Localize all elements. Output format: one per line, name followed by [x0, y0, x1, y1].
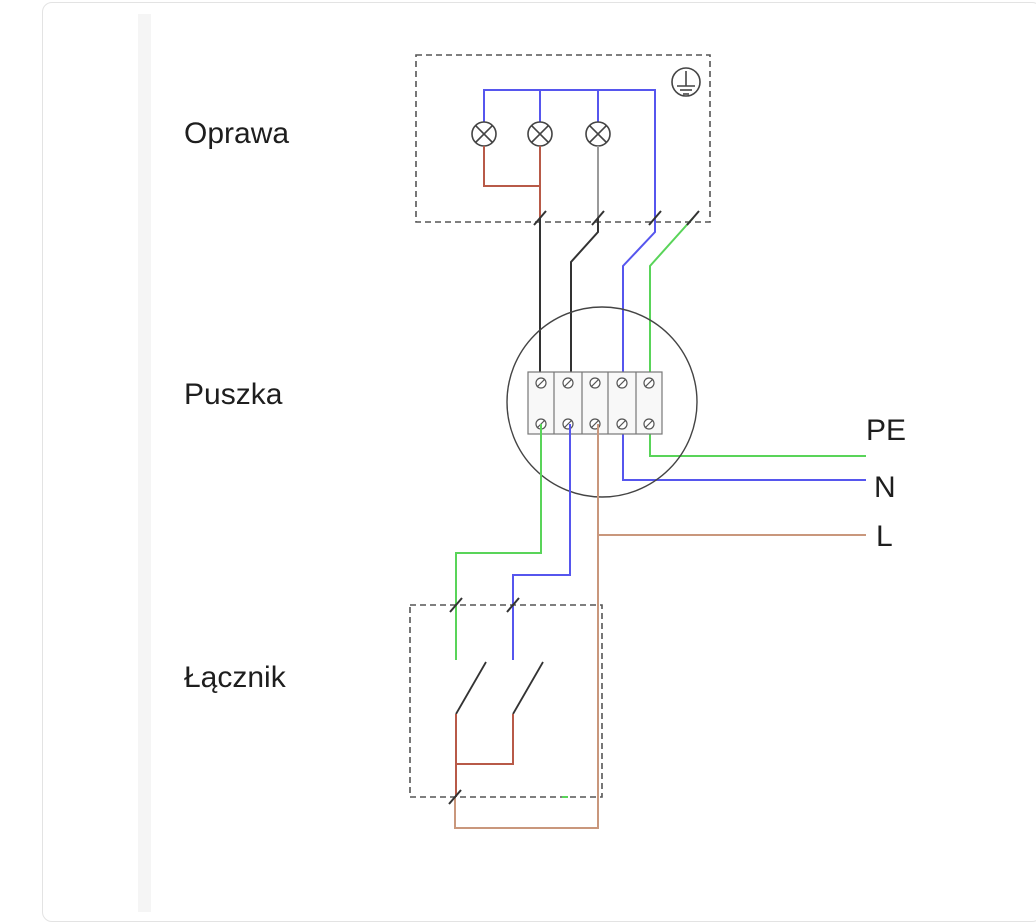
junction-box-circle	[506, 306, 698, 498]
label-n: N	[874, 471, 896, 504]
label-lacznik: Łącznik	[184, 661, 287, 694]
label-pe: PE	[866, 414, 906, 447]
wire-green-switch	[455, 424, 542, 660]
wire-green-pe	[649, 217, 866, 457]
wire-blue-neutral	[622, 218, 866, 481]
fixture-terminals	[533, 210, 700, 226]
wire-brown-switch-feed	[454, 535, 599, 829]
label-puszka: Puszka	[184, 378, 283, 411]
switch-contacts-icon	[455, 661, 544, 715]
terminal-screws	[535, 377, 655, 430]
label-oprawa: Oprawa	[184, 117, 289, 150]
label-l: L	[876, 520, 893, 553]
switch-internal-red-2	[456, 714, 514, 765]
wire-black-2	[570, 218, 599, 382]
wire-blue-switch	[512, 424, 571, 660]
ground-symbol-icon	[671, 67, 701, 97]
lamp-1-icon	[471, 121, 497, 147]
fixture-neutral-bus	[483, 89, 656, 218]
lamp-red-lead	[483, 146, 540, 187]
fixture-box	[415, 54, 711, 223]
switch-box	[409, 604, 603, 798]
switch-terminals	[448, 597, 520, 805]
side-strip	[138, 14, 151, 912]
lamp-2-icon	[527, 121, 553, 147]
lamp-3-icon	[585, 121, 611, 147]
